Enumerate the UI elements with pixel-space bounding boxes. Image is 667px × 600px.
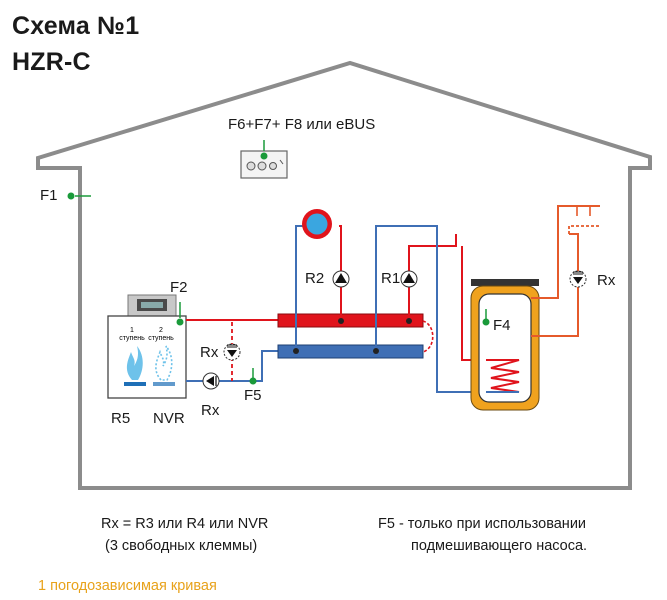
sensor-f2 <box>176 302 184 326</box>
rx-valve-label: Rx <box>201 402 220 419</box>
controller-label: F6+F7+ F8 или eBUS <box>228 116 376 133</box>
radiator-circuit <box>293 209 350 354</box>
rx-pump-right <box>569 270 587 288</box>
dhw-tank <box>470 279 540 411</box>
stage1-number: 1 <box>130 327 134 334</box>
f5-note-line2: подмешивающего насоса. <box>411 538 588 554</box>
f5-label: F5 <box>244 387 262 404</box>
f1-label: F1 <box>40 187 58 204</box>
boiler <box>107 294 187 399</box>
rx-equivalence-line2: (3 свободных клеммы) <box>105 538 258 554</box>
return-manifold <box>277 344 424 359</box>
rx-valve <box>202 372 220 390</box>
house-outline <box>36 60 652 490</box>
r5-label: R5 <box>111 410 131 427</box>
f4-label: F4 <box>493 317 511 334</box>
weather-curve-note: 1 погодозависимая кривая <box>38 578 217 594</box>
r2-label: R2 <box>305 270 325 287</box>
rx-pump-left <box>223 343 241 361</box>
stage2-flame-icon <box>155 345 173 381</box>
f2-label: F2 <box>170 279 188 296</box>
stage2-number: 2 <box>159 327 163 334</box>
pump-r2 <box>332 270 350 288</box>
rx-equivalence-line1: Rx = R3 или R4 или NVR <box>101 516 269 532</box>
r1-label: R1 <box>381 270 401 287</box>
f5-note: F5 - только при использовании подмешиваю… <box>378 513 587 557</box>
pump-r1 <box>400 270 418 288</box>
controller-sensor-dot <box>260 152 268 160</box>
dhw-circulation <box>531 205 600 337</box>
supply-manifold <box>277 313 424 328</box>
nvr-label: NVR <box>153 410 185 427</box>
rx-equivalence-note: Rx = R3 или R4 или NVR (3 свободных клем… <box>101 513 268 557</box>
scheme-title: Схема №1 <box>12 12 140 40</box>
stage2-label: ступень <box>148 335 174 342</box>
stage1-label: ступень <box>119 335 145 342</box>
controller-unit <box>240 140 288 179</box>
sensor-f5 <box>249 368 257 385</box>
tank-coil <box>486 359 520 393</box>
sensor-f1 <box>67 192 91 200</box>
boiler-return-line <box>186 350 278 382</box>
sensor-f4 <box>482 309 490 326</box>
rx-pump-right-label: Rx <box>597 272 616 289</box>
rx-pump-left-label: Rx <box>200 344 219 361</box>
scheme-model: HZR-C <box>12 48 91 76</box>
stage1-flame-icon <box>126 346 143 380</box>
f5-note-line1: F5 - только при использовании <box>378 516 587 532</box>
